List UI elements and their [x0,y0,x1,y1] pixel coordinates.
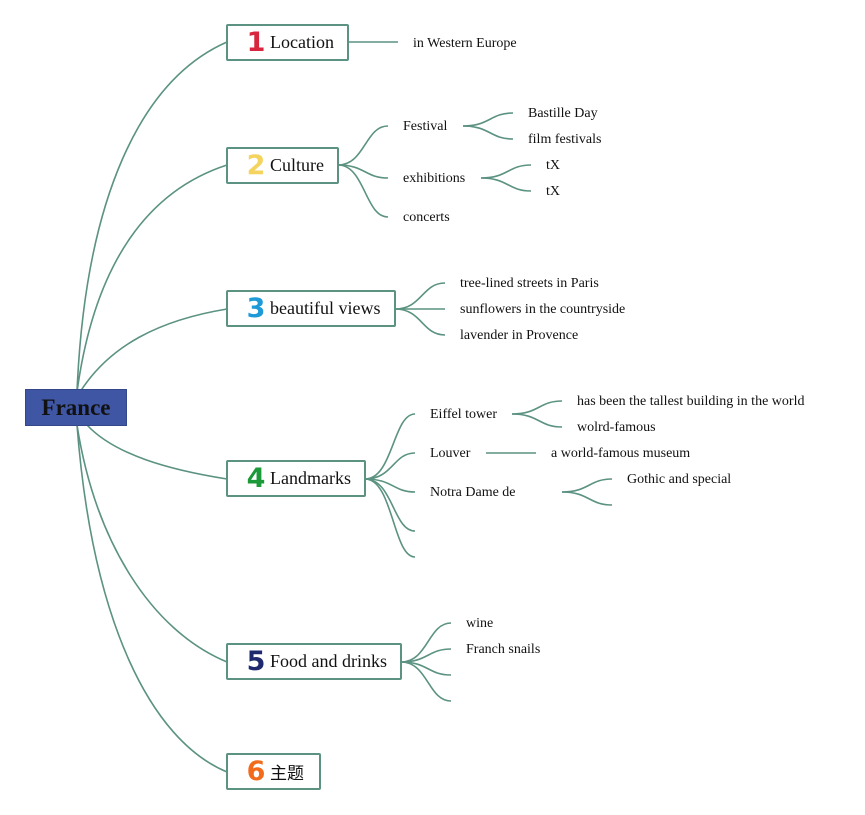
subtopic-festival[interactable]: Festival [403,119,448,134]
number-2-icon: 2 [246,150,266,181]
subtopic-tx-1[interactable]: tX [546,158,560,173]
topic-label: Culture [270,155,324,175]
subtopic-franch-snails[interactable]: Franch snails [466,642,541,657]
connector-exhibitions-1 [480,164,532,179]
connector-landmarks-eiffel [364,413,416,480]
connector-views-3 [394,308,446,336]
connector-root-location [76,41,228,393]
connector-culture-concerts [337,164,389,218]
topic-6[interactable]: 6 主题 [226,753,321,790]
topic-beautiful-views[interactable]: 3 beautiful views [226,290,396,327]
connector-root-food [76,424,228,663]
topic-label: 主题 [270,764,304,784]
number-4-icon: 4 [246,463,266,494]
connector-eiffel-1 [511,400,563,415]
connector-landmarks-4 [364,478,416,532]
connector-root-theme [76,424,228,773]
subtopic-tree-lined-streets[interactable]: tree-lined streets in Paris [460,276,599,291]
connector-festival-2 [462,125,514,140]
subtopic-bastille-day[interactable]: Bastille Day [528,106,598,121]
number-5-icon: 5 [246,646,266,677]
subtopic-wine[interactable]: wine [466,616,494,631]
connector-landmarks-5 [364,478,416,558]
connector-notre-2 [561,491,613,506]
topic-location[interactable]: 1 Location [226,24,349,61]
connector-festival-1 [462,112,514,127]
topic-label: Location [270,32,334,52]
topic-food-and-drinks[interactable]: 5 Food and drinks [226,643,402,680]
subtopic-concerts[interactable]: concerts [403,210,450,225]
topic-culture[interactable]: 2 Culture [226,147,339,184]
connector-root-landmarks [86,424,228,480]
topic-label: Food and drinks [270,651,387,671]
connector-culture-festival [337,125,389,166]
topic-label: Landmarks [270,468,351,488]
subtopic-sunflowers[interactable]: sunflowers in the countryside [460,302,626,317]
connector-food-4 [400,661,452,702]
connector-exhibitions-2 [480,177,532,192]
connector-views-1 [394,282,446,310]
connector-root-views [79,308,228,393]
connector-notre-1 [561,478,613,493]
subtopic-tallest-building[interactable]: has been the tallest building in the wor… [577,394,805,409]
subtopic-louver[interactable]: Louver [430,446,471,461]
subtopic-lavender[interactable]: lavender in Provence [460,328,579,343]
topic-label: beautiful views [270,298,381,318]
root-topic-france[interactable]: France [25,389,127,426]
number-6-icon: 6 [246,756,266,787]
subtopic-world-famous-museum[interactable]: a world-famous museum [551,446,691,461]
connector-landmarks-louver [364,452,416,480]
subtopic-notra-dame[interactable]: Notra Dame de [430,485,516,500]
subtopic-exhibitions[interactable]: exhibitions [403,171,466,186]
number-3-icon: 3 [246,293,266,324]
connector-eiffel-2 [511,413,563,428]
subtopic-world-famous[interactable]: wolrd-famous [577,420,656,435]
number-1-icon: 1 [246,27,266,58]
subtopic-eiffel-tower[interactable]: Eiffel tower [430,407,497,422]
subtopic-gothic-and-special[interactable]: Gothic and special [627,472,732,487]
connector-root-culture [76,164,228,393]
subtopic-tx-2[interactable]: tX [546,184,560,199]
topic-landmarks[interactable]: 4 Landmarks [226,460,366,497]
subtopic-film-festivals[interactable]: film festivals [528,132,602,147]
subtopic-in-western-europe[interactable]: in Western Europe [413,36,517,51]
